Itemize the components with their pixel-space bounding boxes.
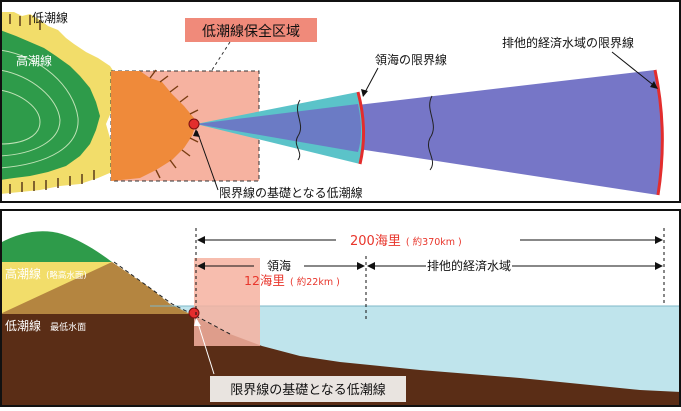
territorial-sea-limit-arc — [356, 91, 366, 165]
baseline-leader-top — [196, 130, 219, 191]
distance-break-mark-1 — [295, 99, 302, 161]
label-territorial-sea: 領海 — [267, 258, 291, 273]
baseline-label-box — [210, 376, 406, 402]
baseline-point-bottom — [188, 307, 200, 319]
conservation-zone-section — [194, 258, 260, 346]
label-200nm-paren: ( 約370km ) — [406, 236, 462, 248]
eez-inner-overlay — [196, 104, 361, 152]
eez-limit-leader — [611, 51, 658, 89]
baseline-arrowhead-top — [193, 129, 200, 137]
label-baseline-top: 限界線の基礎となる低潮線 — [219, 185, 363, 200]
bottom-panel-frame — [0, 209, 681, 407]
label-low-tide-note: 最低水面 — [50, 321, 86, 333]
label-low-tide-main: 低潮線 — [5, 318, 41, 333]
label-high-tide-note: (略高水面) — [46, 270, 87, 281]
label-territorial-sea-limit: 領海の限界線 — [375, 52, 447, 67]
eez-wedge — [196, 70, 663, 195]
coastal-hill — [0, 231, 112, 262]
baseline-arrowhead-bottom — [194, 318, 201, 326]
label-baseline-bottom: 限界線の基礎となる低潮線 — [230, 382, 386, 398]
label-conservation-zone: 低潮線保全区域 — [202, 23, 300, 40]
label-high-tide-main: 高潮線 — [5, 266, 41, 281]
top-panel: 低潮線 高潮線 低潮線保全区域 領海の限界線 — [0, 0, 681, 203]
island-land — [0, 30, 100, 180]
tidal-flat-hatch-marks — [149, 69, 199, 179]
label-200nm: 200海里 ( 約370km ) — [350, 230, 462, 249]
conservation-zone-label-box — [185, 18, 317, 42]
coast-profile-dashed — [113, 261, 231, 335]
eez-limit-arrowhead — [650, 81, 658, 89]
label-200nm-main: 200海里 — [350, 234, 401, 249]
seabed — [0, 314, 681, 407]
tidal-flat-area — [111, 71, 196, 181]
label-12nm-paren: ( 約22km ) — [290, 276, 340, 288]
top-panel-frame — [0, 0, 681, 203]
label-low-tide-line: 低潮線 — [32, 10, 68, 25]
bottom-panel: 200海里 ( 約370km ) 領海 12海里 ( 約22km ) 排他的経済… — [0, 209, 681, 407]
label-high-tide-line-bottom: 高潮線 (略高水面) — [5, 263, 87, 282]
label-eez: 排他的経済水域 — [427, 258, 511, 273]
dimension-arrowheads — [197, 236, 663, 270]
distance-break-mark-2 — [428, 95, 434, 171]
territorial-limit-arrowhead — [361, 89, 368, 97]
eez-limit-arc — [653, 69, 664, 196]
label-12nm-main: 12海里 — [244, 273, 285, 288]
baseline-leader-bottom — [196, 319, 215, 375]
label-eez-limit: 排他的経済水域の限界線 — [502, 35, 634, 50]
island-contour-lines — [0, 49, 79, 169]
label-high-tide-line: 高潮線 — [16, 53, 52, 68]
baseline-point — [188, 118, 200, 130]
label-low-tide-line-bottom: 低潮線 最低水面 — [5, 315, 86, 334]
seabed-upper-slope — [0, 262, 190, 314]
label-12nm: 12海里 ( 約22km ) — [244, 270, 340, 289]
dimension-lines — [195, 228, 665, 324]
beach-hatch-marks — [9, 14, 95, 194]
